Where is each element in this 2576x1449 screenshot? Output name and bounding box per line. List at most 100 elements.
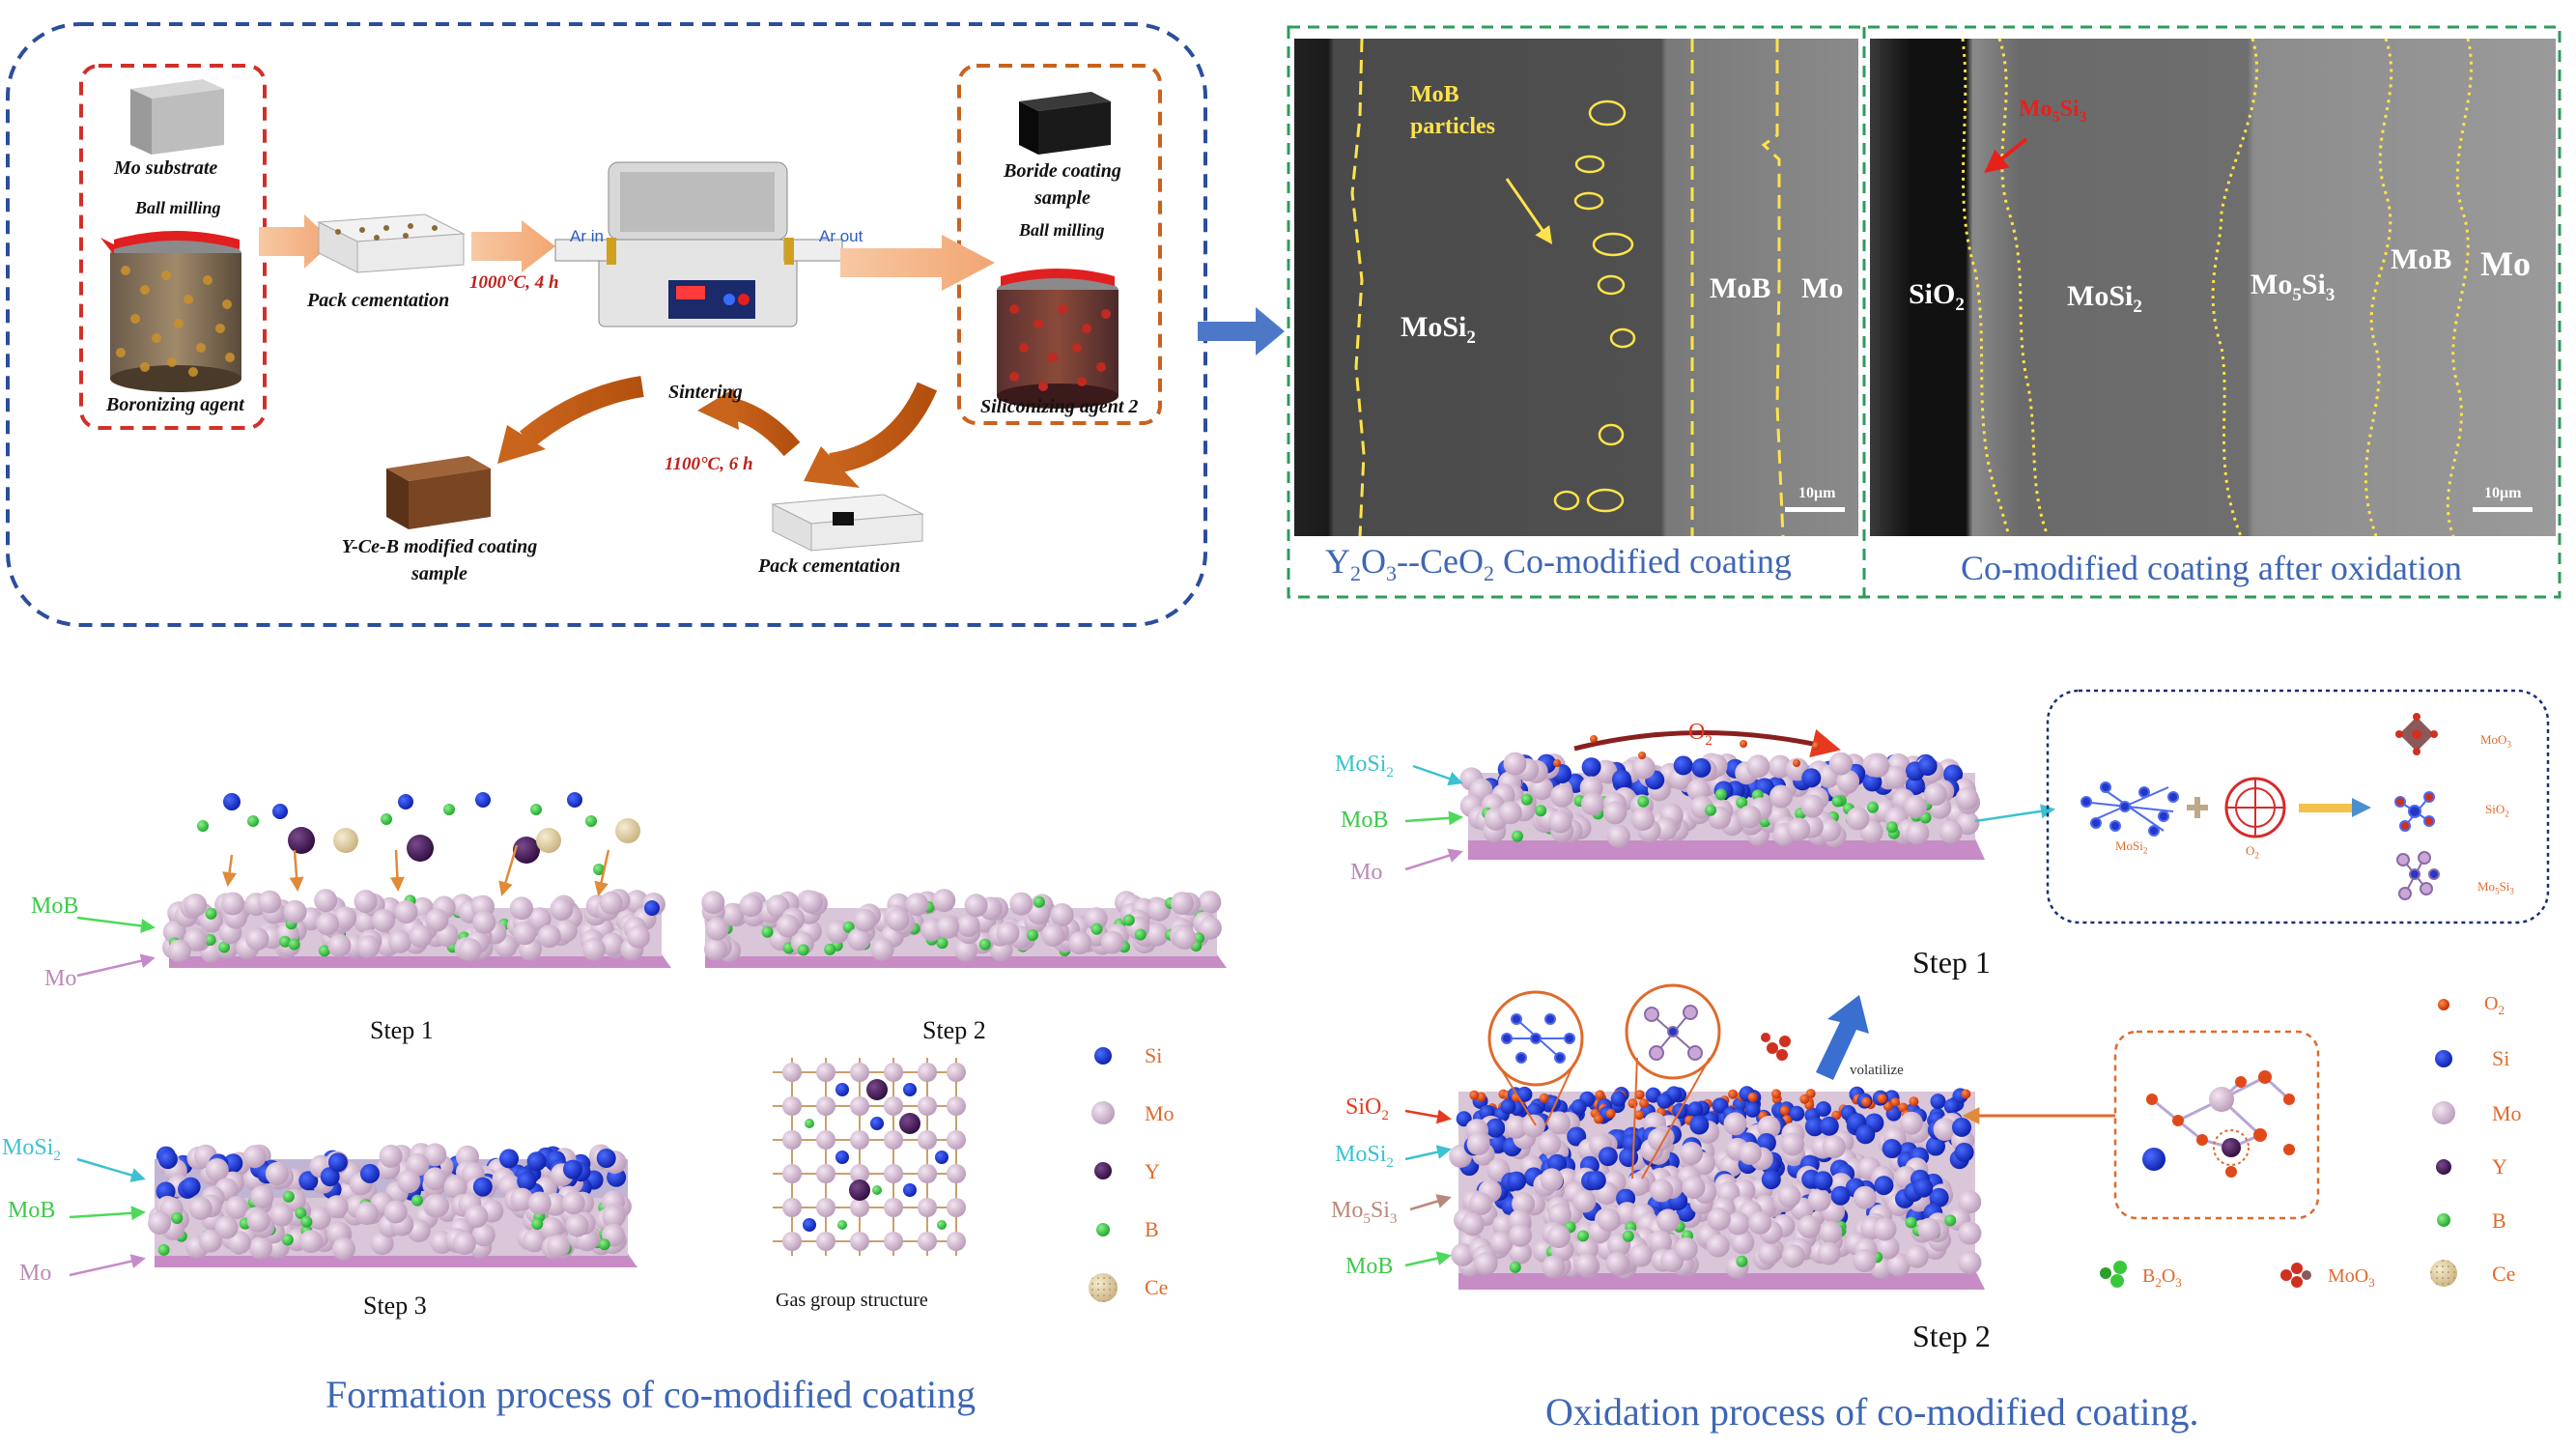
mo-atom	[1706, 1234, 1730, 1258]
o-atom	[1740, 740, 1747, 748]
mo-atom	[886, 907, 910, 931]
siliconizing-agent-label: Siliconizing agent 2	[980, 396, 1139, 417]
mo-atom	[1822, 1135, 1846, 1159]
si-atom	[903, 1183, 917, 1197]
mo-atom	[1723, 1112, 1747, 1136]
mo-atom	[947, 1198, 966, 1217]
mo-atom	[1547, 1111, 1571, 1135]
mo-atom	[1674, 1236, 1698, 1261]
b-atom	[300, 1215, 313, 1228]
ox1-zoom-arrow	[1974, 804, 2055, 823]
mo-atom	[884, 1063, 903, 1082]
b-atom	[247, 815, 259, 827]
ox1-mo-label: Mo	[1350, 860, 1383, 885]
mo-substrate-label: Mo substrate	[114, 157, 218, 179]
ox1-mob-arrow	[1404, 810, 1463, 826]
si-atom	[1929, 1187, 1949, 1208]
o-atom	[1469, 1090, 1480, 1100]
mo-atom	[1757, 1241, 1781, 1265]
si-atom	[1813, 1171, 1833, 1191]
mo-atom	[1682, 1176, 1706, 1200]
si-atom	[835, 1151, 849, 1164]
mo-atom	[227, 1231, 251, 1255]
si-atom	[1500, 1098, 1516, 1115]
mo-atom	[947, 1232, 966, 1251]
b-atom	[530, 804, 542, 815]
mo-atom	[1509, 1223, 1532, 1247]
boride-sample-block	[1019, 92, 1111, 155]
mo-atom	[1656, 1208, 1680, 1233]
si-atom	[1456, 1111, 1472, 1127]
mo-atom	[509, 896, 533, 921]
mo-atom	[1769, 784, 1793, 809]
mo-atom	[465, 1205, 489, 1229]
mo-atom	[325, 1195, 349, 1219]
mo-atom	[379, 1144, 403, 1168]
mo-atom	[1958, 1190, 1982, 1214]
sem-right-boundary-2	[1997, 38, 2050, 537]
deposition-arrows	[222, 844, 610, 896]
b-atom	[1736, 1255, 1748, 1267]
mo-atom	[205, 1158, 229, 1181]
ball-mill-jar-2	[997, 269, 1118, 409]
si-atom	[157, 1150, 178, 1170]
mo-atom	[1873, 1217, 1897, 1241]
ox-legend-b: B	[2492, 1208, 2506, 1233]
oxidation-caption: Oxidation process of co-modified coating…	[1545, 1390, 2199, 1434]
si-atom	[181, 1177, 201, 1197]
ox2-mosi2-arrow	[1404, 1145, 1452, 1161]
b-atom	[1027, 929, 1038, 941]
sem-left-mo-label: Mo	[1801, 272, 1844, 304]
mo-atom	[1933, 1118, 1957, 1142]
mob-particles-arrow	[1505, 178, 1553, 244]
o-atom	[1805, 1089, 1816, 1099]
si-atom	[320, 1167, 340, 1187]
si-atom	[1926, 1136, 1945, 1156]
curve-arrow-c	[520, 376, 644, 448]
ox2-sio2-arrow	[1404, 1109, 1452, 1124]
b-atom	[1512, 830, 1523, 842]
mo-atom	[1538, 1132, 1562, 1156]
mo-atom	[884, 1096, 903, 1116]
b-atom	[1520, 793, 1533, 806]
rx-mosi2-label: MoSi2	[2115, 838, 2148, 856]
gas-group-label: Gas group structure	[776, 1290, 928, 1311]
mo-atom	[884, 1198, 903, 1217]
b-atom	[205, 907, 217, 920]
form-mosi2-arrow-3	[76, 1157, 146, 1182]
oxidation-step2-atoms	[1449, 1086, 1982, 1279]
mo-atom	[1886, 1253, 1911, 1277]
mo-atom	[561, 1191, 585, 1215]
o-atom	[1877, 1094, 1887, 1104]
si-atom	[1507, 1171, 1527, 1191]
b-atom	[279, 935, 292, 948]
temperature-label-1: 1000°C, 4 h	[469, 272, 559, 293]
mo-atom	[1460, 1212, 1485, 1236]
mo-atom	[1906, 821, 1930, 845]
si-atom	[272, 804, 288, 819]
y-atom	[849, 1179, 870, 1201]
mo-atom	[1958, 1221, 1982, 1245]
sem-left-scale-label: 10μm	[1798, 485, 1836, 501]
mo-atom	[701, 891, 725, 915]
mo-atom	[1581, 792, 1604, 816]
form-mob-label-1: MoB	[31, 894, 79, 919]
si-atom	[1917, 756, 1938, 776]
final-sample-block	[386, 456, 491, 529]
si-atom	[1673, 755, 1693, 776]
mo-atom	[148, 1211, 172, 1235]
o-atom	[1638, 752, 1646, 759]
mo-atom	[1068, 931, 1092, 955]
mo-atom	[1489, 1231, 1514, 1255]
mo-atom	[602, 1205, 626, 1229]
rx-sio2-label: SiO2	[2485, 802, 2509, 819]
o-atom	[1539, 1093, 1549, 1103]
mob-particles-label: MoB particles	[1410, 82, 1495, 139]
mo-atom	[1817, 1241, 1841, 1265]
mo-atom	[1846, 807, 1870, 831]
mo-atom	[162, 920, 186, 944]
mo-atom	[853, 908, 877, 932]
mo-atom	[816, 1232, 835, 1251]
form-legend-b: B	[1145, 1217, 1159, 1241]
mo-atom	[1542, 1255, 1566, 1279]
